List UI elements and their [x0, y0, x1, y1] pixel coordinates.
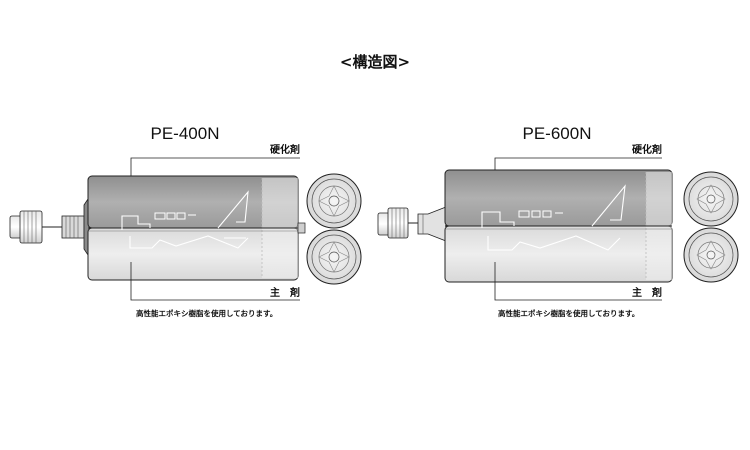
mixing-nozzle-icon [9, 210, 62, 244]
main-agent-leader-line [130, 262, 300, 301]
cartridge-end-view-icon [683, 171, 739, 283]
hardener-label: 硬化剤 [632, 143, 662, 156]
hardener-label: 硬化剤 [270, 143, 300, 156]
cartridge-icon [444, 169, 673, 283]
hardener-leader-line [130, 157, 300, 183]
model-label: PE-600N [523, 124, 592, 143]
resin-note: 高性能エポキシ樹脂を使用しております。 [498, 308, 639, 318]
product-pe-600n: PE-600N 硬化剤 [377, 124, 739, 318]
model-label: PE-400N [151, 124, 220, 143]
main-agent-label: 主 剤 [270, 286, 300, 299]
resin-note: 高性能エポキシ樹脂を使用しております。 [136, 308, 277, 318]
main-agent-label: 主 剤 [632, 286, 662, 299]
cartridge-outlet [417, 206, 447, 242]
product-pe-400n: PE-400N 硬化剤 [9, 124, 362, 318]
mixing-nozzle-icon [377, 207, 418, 239]
diagram-heading: <構造図> [340, 53, 410, 71]
cartridge-icon [87, 175, 306, 281]
main-agent-leader-line [494, 262, 662, 301]
cartridge-outlet [61, 194, 91, 260]
cartridge-end-view-icon [306, 173, 362, 285]
